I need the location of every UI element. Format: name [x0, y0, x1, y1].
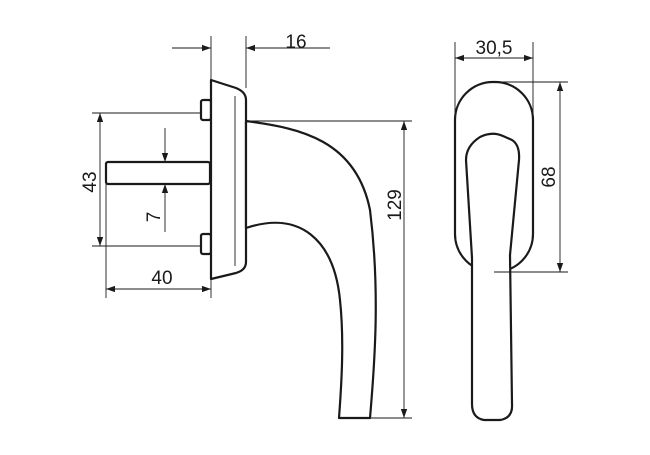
upper-mounting-peg: [199, 98, 213, 122]
base-plate: [209, 78, 248, 281]
curved-lever: [244, 119, 377, 420]
lower-mounting-peg: [199, 232, 213, 256]
dim-label-129: 129: [385, 189, 406, 221]
dim-label-68: 68: [539, 166, 560, 187]
dim-label-7: 7: [144, 212, 165, 223]
dim-label-16: 16: [285, 32, 306, 53]
side-view: 16 43 7 40 129: [80, 32, 412, 420]
spindle: [104, 160, 212, 186]
dim-label-30-5: 30,5: [476, 38, 513, 59]
dim-label-40: 40: [151, 268, 172, 289]
front-handle-grip: [464, 132, 521, 422]
dim-label-43: 43: [80, 171, 101, 192]
front-view: 30,5 68: [453, 38, 568, 422]
